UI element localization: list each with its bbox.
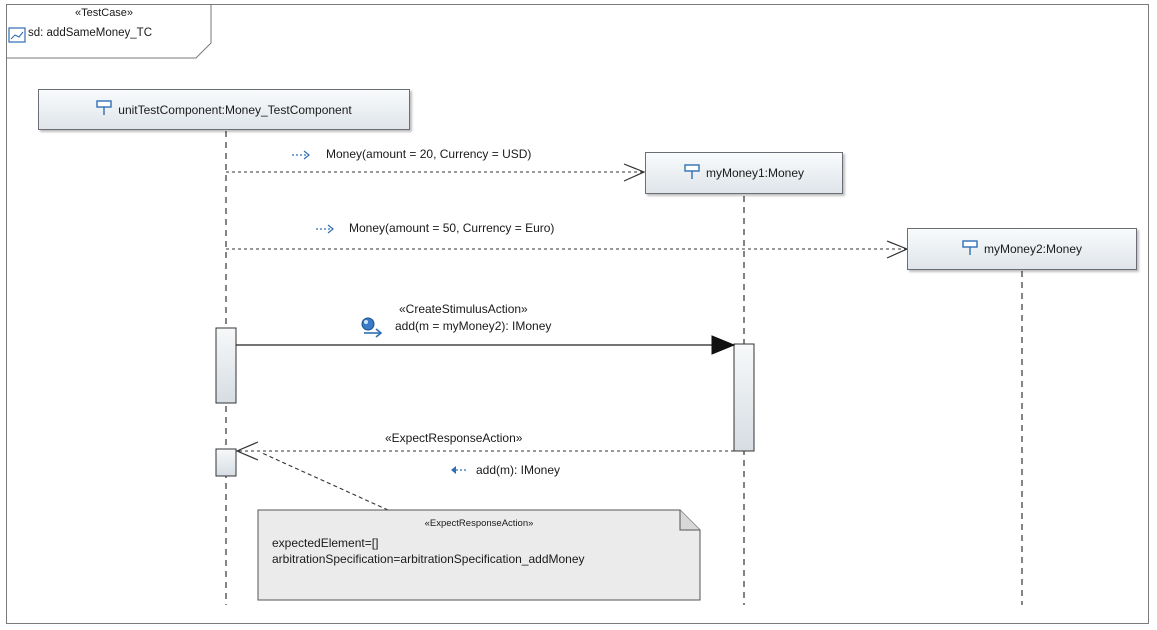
note-anchor-line [261,452,389,511]
lifeline-money2[interactable]: myMoney2:Money [907,228,1137,270]
note-stereotype: «ExpectResponseAction» [424,518,534,529]
create-message-2-label: Money(amount = 50, Currency = Euro) [349,221,555,235]
lifeline-money2-label: myMoney2:Money [983,242,1083,256]
sequence-diagram-icon [8,27,26,43]
note-expected-element: expectedElement=[] [272,536,379,550]
expect-response-note: «ExpectResponseAction» expectedElement=[… [258,510,700,600]
create-message-icon [316,224,334,234]
lifeline-money1-label: myMoney1:Money [705,166,805,180]
frame-stereotype: «TestCase» [74,7,134,19]
lifeline-money1[interactable]: myMoney1:Money [645,152,843,194]
lifeline-icon [96,100,112,119]
call-message-stereotype: «CreateStimulusAction» [399,302,528,316]
lifeline-test-component[interactable]: unitTestComponent:Money_TestComponent [38,89,410,130]
frame-tab: «TestCase» sd: addSameMoney_TC [6,4,211,59]
reply-message-arrowhead [235,441,259,461]
call-message-label: add(m = myMoney2): IMoney [395,319,552,333]
lifeline-icon [962,239,978,259]
create-message-icon [292,150,310,160]
call-message-arrowhead [711,335,736,355]
lifeline-test-component-label: unitTestComponent:Money_TestComponent [118,102,352,117]
reply-message-stereotype: «ExpectResponseAction» [385,431,523,445]
frame-tab-outline [6,4,212,59]
lifeline-icon [684,163,700,183]
note-arbitration-spec: arbitrationSpecification=arbitrationSpec… [272,552,585,566]
reply-message-icon [451,466,468,474]
create-message-1-label: Money(amount = 20, Currency = USD) [326,147,532,161]
diagram-frame [6,4,1149,624]
create-message-1-arrowhead [623,163,646,182]
frame-name: sd: addSameMoney_TC [28,27,153,39]
activation-test-component-2[interactable] [215,448,237,477]
reply-message-label: add(m): IMoney [476,463,561,477]
stimulus-icon [361,317,383,338]
note-shape[interactable] [257,509,701,601]
activation-test-component-1[interactable] [215,327,237,404]
activation-money1[interactable] [733,343,755,452]
